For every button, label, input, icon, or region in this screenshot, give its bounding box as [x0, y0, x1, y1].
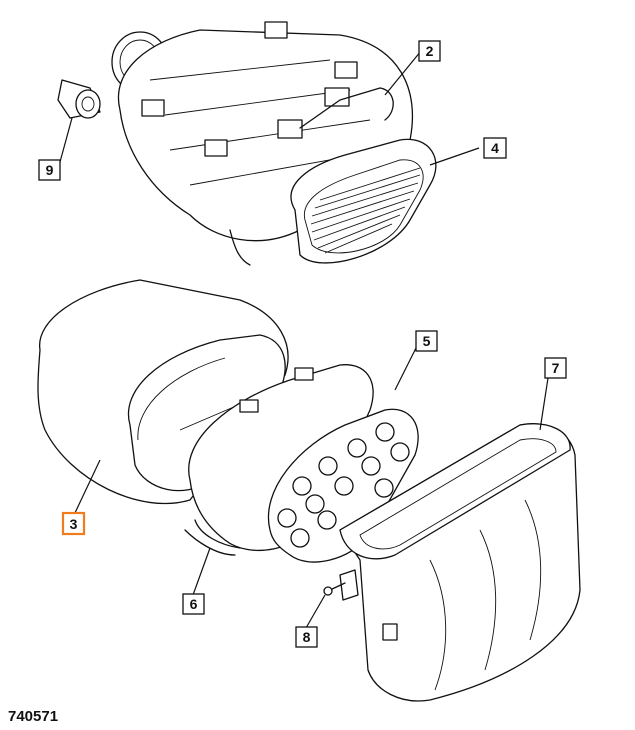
filter-cartridge	[184, 364, 419, 563]
air-box-shroud	[339, 423, 581, 702]
callout-leaders	[59, 50, 549, 629]
svg-text:3: 3	[70, 516, 78, 532]
svg-text:7: 7	[552, 360, 560, 376]
filter-tubes	[277, 422, 410, 548]
svg-text:2: 2	[426, 43, 434, 59]
screw	[323, 582, 346, 596]
svg-text:5: 5	[423, 333, 431, 349]
callout-8[interactable]: 8	[295, 626, 318, 648]
svg-text:8: 8	[303, 629, 311, 645]
svg-text:9: 9	[46, 162, 54, 178]
svg-text:6: 6	[190, 596, 198, 612]
figure-number: 740571	[8, 708, 59, 725]
callout-9[interactable]: 9	[38, 159, 61, 181]
svg-text:4: 4	[491, 140, 499, 156]
sensor-connector	[57, 79, 101, 119]
callout-4[interactable]: 4	[483, 137, 507, 159]
intake-grille	[290, 138, 437, 264]
callout-2[interactable]: 2	[418, 40, 441, 62]
callout-7[interactable]: 7	[544, 357, 567, 379]
callout-5[interactable]: 5	[415, 330, 438, 352]
callout-3[interactable]: 3	[61, 511, 86, 536]
callout-6[interactable]: 6	[182, 593, 205, 615]
